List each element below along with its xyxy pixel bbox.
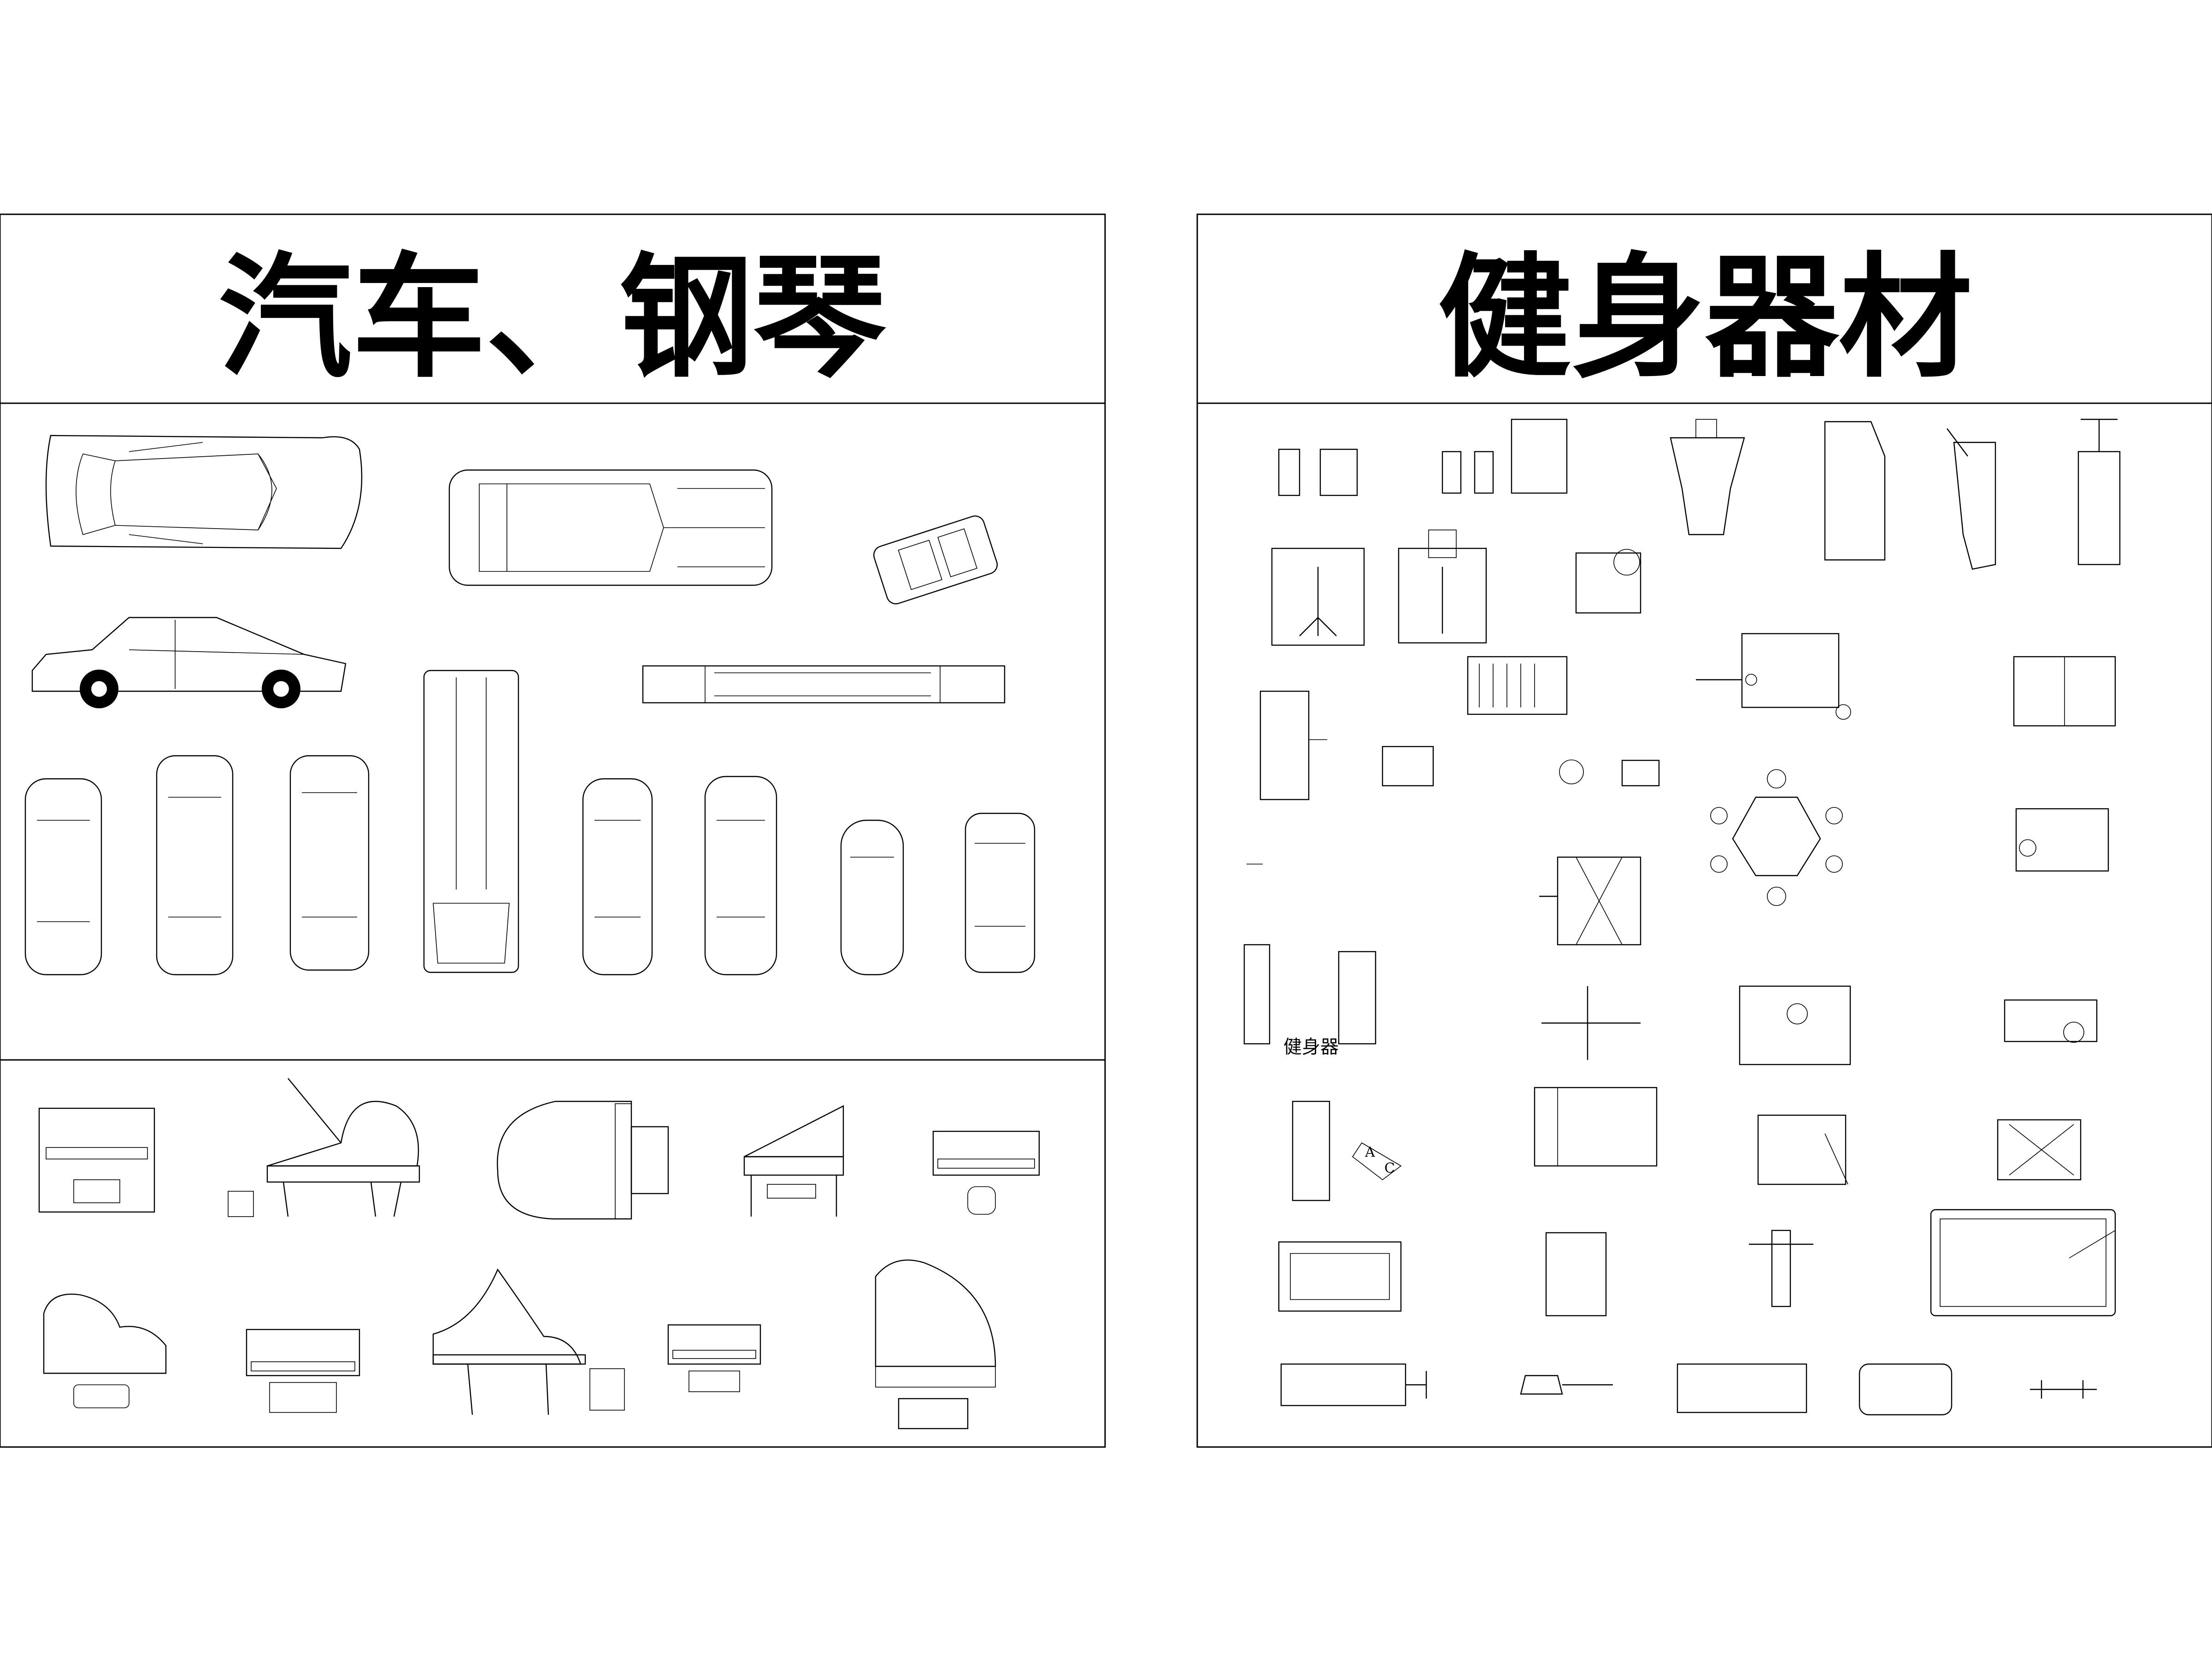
car-wagon-top — [448, 469, 773, 586]
equipment-row-3 — [1247, 690, 2109, 906]
left-panel: 汽车、钢琴 — [0, 213, 1106, 1448]
pianos-section — [38, 1078, 1040, 1430]
right-panel: 健身器材 — [1196, 213, 2212, 1448]
car-truck — [423, 670, 519, 973]
car-sedan-side — [31, 617, 347, 708]
left-panel-title: 汽车、钢琴 — [218, 241, 887, 396]
right-panel-frame — [1196, 213, 2212, 1448]
equipment-row-2 — [1271, 529, 2116, 727]
left-panel-frame — [0, 213, 1106, 1448]
piano-grand-top-2 — [43, 1294, 167, 1408]
fitness-equipment-blocks: 健身器 A C — [1243, 418, 2121, 1416]
piano-grand-top-1 — [497, 1100, 669, 1220]
cars-section — [24, 435, 1035, 976]
equipment-label: 健身器 — [1283, 1036, 1339, 1058]
sign-letter-c: C — [1384, 1160, 1395, 1177]
car-long-unit — [642, 665, 1006, 704]
car-row — [24, 755, 1035, 976]
piano-keyboard-1 — [932, 1130, 1040, 1215]
right-panel-title: 健身器材 — [1438, 241, 1972, 396]
sign-letter-a: A — [1365, 1144, 1375, 1160]
equipment-row-1 — [1278, 418, 2121, 570]
piano-grand-side-2 — [743, 1105, 844, 1217]
piano-grand-top-3 — [875, 1259, 996, 1430]
equipment-row-6 — [1278, 1209, 2116, 1317]
piano-keyboard-2 — [246, 1329, 360, 1413]
equipment-row-7 — [1280, 1363, 2097, 1416]
equipment-row-5: A C — [1292, 1087, 2082, 1201]
piano-upright-1 — [38, 1107, 155, 1213]
car-sedan-top — [45, 435, 363, 549]
piano-keyboard-3 — [667, 1324, 761, 1392]
equipment-row-4: 健身器 — [1243, 856, 2098, 1065]
piano-grand-side-3 — [432, 1268, 625, 1415]
car-roadster — [873, 515, 998, 605]
piano-grand-side-1 — [228, 1078, 420, 1217]
